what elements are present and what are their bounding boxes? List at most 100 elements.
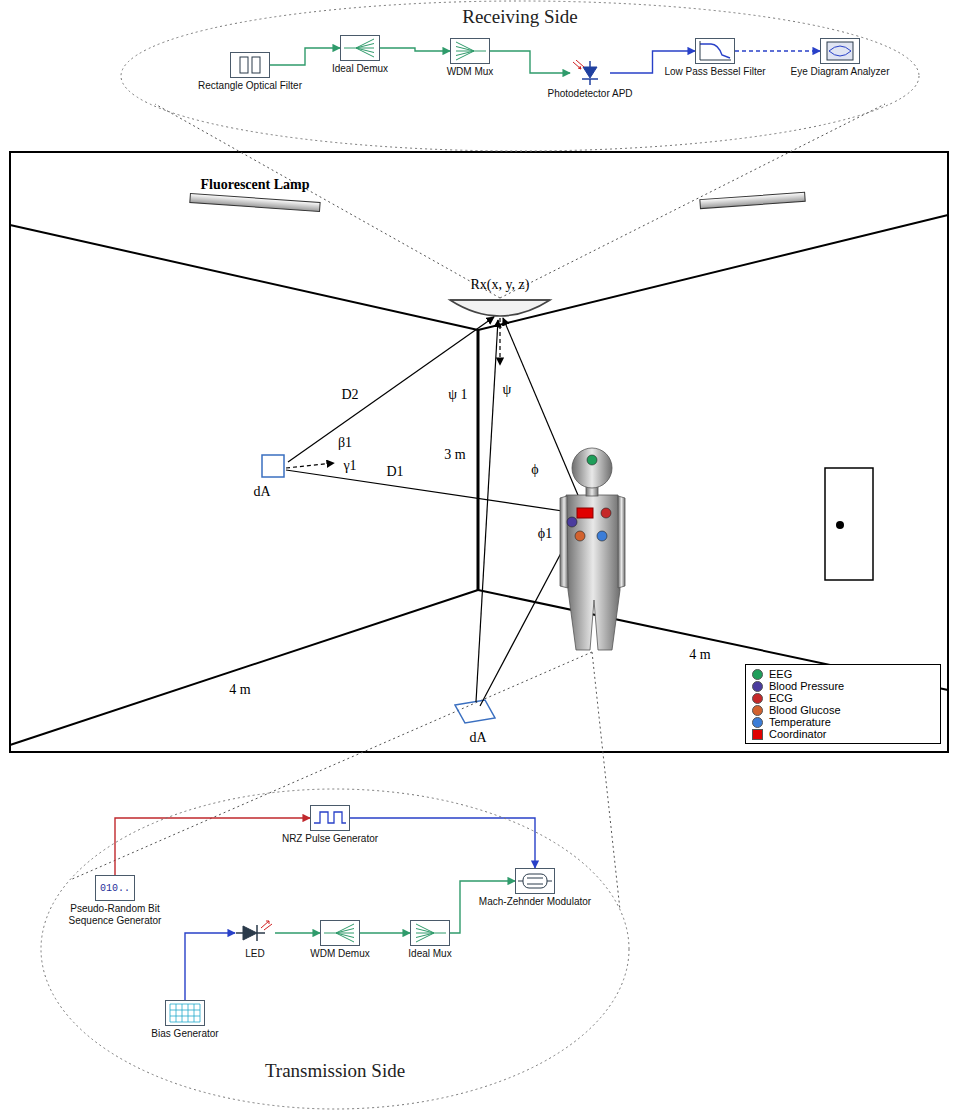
block-icon — [235, 920, 275, 946]
icon-text: 010.. — [95, 875, 135, 901]
block-icon — [96, 876, 135, 901]
callout-ellipse: Rectangle Optical FilterIdeal DemuxWDM M… — [120, 0, 920, 152]
room-outline — [10, 225, 478, 330]
sensor-dot — [575, 531, 585, 541]
block-icon — [236, 921, 272, 941]
block-icon — [311, 806, 350, 831]
legend-row: EEG — [752, 668, 934, 680]
block-icon — [450, 38, 490, 64]
block-icon — [523, 874, 547, 888]
room-label: dA — [253, 484, 270, 500]
section-heading: Receiving Side — [120, 6, 920, 28]
block-icon — [573, 60, 584, 69]
room-label: ψ 1 — [448, 387, 467, 403]
block-label: Ideal Demux — [332, 63, 388, 75]
block-icon — [450, 38, 490, 64]
optisystem-block: Low Pass Bessel Filter — [695, 38, 735, 64]
room-label: ϕ — [531, 462, 538, 478]
block-icon — [310, 805, 350, 831]
room-outline — [478, 215, 948, 330]
block-icon — [165, 1000, 205, 1026]
block-icon — [170, 1004, 200, 1022]
callout-line — [592, 652, 620, 910]
section-heading: Transmission Side — [40, 1060, 630, 1082]
fluorescent-lamp — [700, 192, 805, 208]
block-icon — [821, 39, 860, 64]
legend-text: EEG — [769, 668, 792, 680]
block-icon — [170, 1022, 200, 1023]
optisystem-block: WDM Demux — [320, 920, 360, 946]
signal-connector — [270, 48, 340, 65]
block-label: WDM Demux — [310, 948, 369, 960]
optisystem-block: Bias Generator — [165, 1000, 205, 1026]
callout-ellipse: 010..Pseudo-Random Bit Sequence Generato… — [40, 788, 630, 1110]
block-icon — [170, 1010, 200, 1011]
sensor-dot — [587, 455, 597, 465]
person-figure — [572, 448, 612, 488]
block-icon — [456, 42, 486, 60]
receiver-dish — [450, 300, 550, 316]
block-icon — [200, 1004, 201, 1022]
block-icon — [410, 920, 450, 946]
block-icon — [827, 42, 853, 60]
person-figure — [560, 496, 568, 588]
signal-connector — [735, 50, 820, 51]
block-icon — [261, 921, 272, 930]
block-icon — [344, 39, 374, 57]
block-label: Eye Diagram Analyzer — [791, 66, 890, 78]
block-icon — [170, 1016, 200, 1017]
block-icon — [583, 67, 597, 78]
optisystem-block: Photodetector APD — [570, 60, 610, 86]
block-icon — [324, 924, 354, 942]
block-icon — [240, 57, 248, 73]
room-label: D1 — [386, 464, 403, 480]
block-icon — [820, 38, 860, 64]
block-icon — [320, 920, 360, 946]
normal-vector — [286, 318, 500, 468]
block-icon — [340, 35, 380, 61]
block-icon — [700, 44, 730, 58]
block-icon — [341, 36, 380, 61]
block-label: Mach-Zehnder Modulator — [479, 896, 591, 908]
block-icon — [340, 35, 380, 61]
door — [825, 468, 873, 580]
block-icon — [700, 41, 731, 60]
room-label: D2 — [341, 387, 358, 403]
block-icon — [820, 38, 860, 64]
block-icon — [416, 924, 446, 942]
block-icon — [243, 926, 257, 940]
block-icon — [416, 924, 446, 942]
sensor-dot — [567, 517, 577, 527]
light-path — [476, 320, 498, 702]
room-label: γ1 — [343, 458, 356, 474]
signal-connector — [490, 51, 570, 73]
callout-line — [500, 104, 885, 298]
block-icon — [695, 38, 735, 64]
block-icon — [310, 805, 350, 831]
room-label: dA — [469, 730, 486, 746]
coordinator-box — [577, 508, 593, 518]
room-label: 4 m — [689, 647, 710, 663]
fluorescent-lamp — [190, 192, 805, 211]
block-icon — [570, 60, 610, 86]
block-icon — [696, 39, 735, 64]
block-icon — [324, 924, 354, 942]
block-icon — [194, 1004, 195, 1022]
door — [836, 521, 844, 529]
light-path — [288, 317, 494, 462]
block-icon — [176, 1004, 177, 1022]
block-icon — [170, 1004, 200, 1005]
legend-swatch — [752, 717, 763, 728]
room-label: β1 — [338, 435, 352, 451]
block-icon — [240, 57, 260, 73]
block-icon — [230, 52, 270, 78]
block-label: LED — [245, 948, 264, 960]
block-icon — [582, 61, 598, 85]
sensor-dot — [567, 455, 611, 541]
sensor-dot — [597, 531, 607, 541]
callout-line — [70, 104, 885, 910]
block-icon — [170, 1004, 200, 1022]
block-icon — [515, 868, 555, 894]
